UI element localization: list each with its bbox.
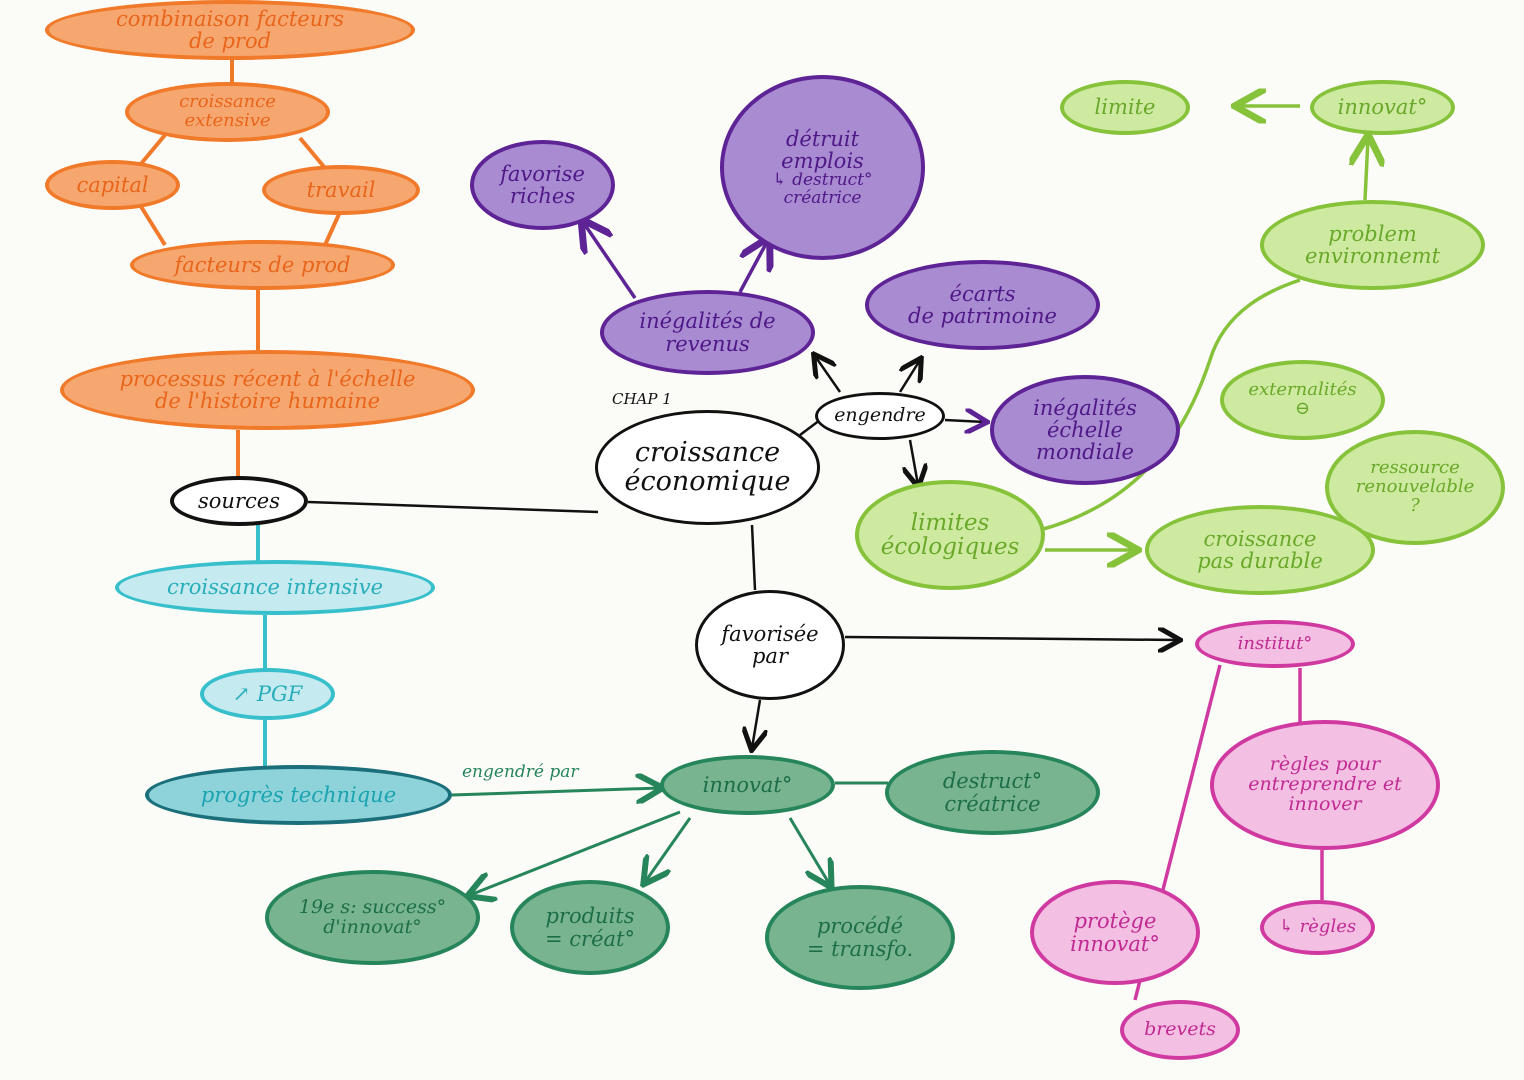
node-text: ↳ destruct° créatrice bbox=[772, 169, 873, 208]
node-text: capital bbox=[76, 172, 149, 197]
node-text: riches bbox=[509, 184, 576, 208]
node-institutions: institut° bbox=[1195, 620, 1355, 668]
chapter-label: CHAP 1 bbox=[612, 390, 672, 408]
node-text: combinaison facteurs bbox=[115, 6, 345, 31]
node-text: limite bbox=[1094, 95, 1156, 120]
node-croissance-intensive: croissance intensive bbox=[115, 560, 435, 615]
node-text: croissance bbox=[1203, 526, 1317, 551]
node-text: = transfo. bbox=[806, 936, 914, 961]
node-text: écologiques bbox=[880, 534, 1020, 560]
node-text: = créat° bbox=[545, 926, 635, 951]
node-text: innovat° bbox=[702, 772, 793, 797]
node-text: de patrimoine bbox=[908, 304, 1057, 328]
node-destruction-creatrice: destruct°créatrice bbox=[885, 750, 1100, 835]
node-text: ⊖ bbox=[1294, 398, 1311, 419]
node-text: innovat° bbox=[1337, 95, 1428, 120]
node-text: procédé bbox=[816, 914, 904, 939]
node-text: économique bbox=[624, 465, 791, 497]
node-text: créatrice bbox=[944, 791, 1041, 816]
node-text: favorisée bbox=[721, 621, 819, 646]
node-text: engendre bbox=[834, 404, 926, 427]
node-text: mondiale bbox=[1036, 440, 1134, 465]
node-capital: capital bbox=[45, 160, 180, 210]
node-text: de prod bbox=[188, 29, 272, 53]
node-text: inégalités de bbox=[639, 309, 776, 334]
node-text: entreprendre et bbox=[1248, 773, 1402, 796]
node-innovat-green: innovat° bbox=[1310, 80, 1455, 135]
node-produits: produits= créat° bbox=[510, 880, 670, 975]
node-19e-siecle: 19e s: success°d'innovat° bbox=[265, 870, 480, 965]
node-text: innover bbox=[1288, 792, 1362, 815]
node-text: progrès technique bbox=[200, 782, 397, 807]
node-brevets: brevets bbox=[1120, 1000, 1240, 1060]
node-travail: travail bbox=[262, 165, 420, 215]
node-text: écarts bbox=[949, 281, 1016, 306]
node-limite: limite bbox=[1060, 80, 1190, 135]
node-text: produits bbox=[545, 904, 635, 929]
node-procede: procédé= transfo. bbox=[765, 885, 955, 990]
node-text: processus récent à l'échelle bbox=[119, 366, 416, 391]
node-text: destruct° bbox=[942, 769, 1043, 794]
node-text: ? bbox=[1410, 494, 1420, 516]
node-text: inégalités bbox=[1033, 395, 1137, 420]
node-facteurs-de-prod: facteurs de prod bbox=[130, 240, 395, 290]
node-text: problem bbox=[1328, 221, 1417, 246]
node-text: protège bbox=[1073, 909, 1157, 934]
node-text: croissance bbox=[634, 437, 781, 469]
node-engendre: engendre bbox=[815, 392, 945, 440]
node-text: brevets bbox=[1144, 1018, 1216, 1041]
node-text: de l'histoire humaine bbox=[154, 389, 381, 413]
node-text: renouvelable bbox=[1355, 476, 1475, 498]
node-text: travail bbox=[306, 177, 376, 202]
node-text: croissance intensive bbox=[166, 575, 384, 600]
node-text: limites bbox=[910, 509, 990, 536]
node-text: 19e s: success° bbox=[298, 895, 447, 918]
node-innovat: innovat° bbox=[660, 755, 835, 815]
node-externalites: externalités⊖ bbox=[1220, 360, 1385, 440]
node-text: facteurs de prod bbox=[174, 252, 351, 277]
node-text: détruit bbox=[785, 126, 860, 151]
node-text: règles pour bbox=[1269, 753, 1381, 776]
node-progres-technique: progrès technique bbox=[145, 765, 452, 825]
node-text: revenus bbox=[665, 331, 750, 356]
node-text: ↗ PGF bbox=[232, 681, 303, 706]
node-text: extensive bbox=[184, 110, 271, 131]
node-text: par bbox=[751, 644, 788, 668]
node-text: environnemt bbox=[1304, 244, 1441, 268]
node-text: emplois bbox=[781, 148, 864, 173]
node-text: sources bbox=[198, 488, 280, 513]
node-text: ↳ règles bbox=[1278, 916, 1357, 938]
node-sources: sources bbox=[170, 476, 308, 526]
node-regles: ↳ règles bbox=[1260, 900, 1375, 955]
node-text: externalités bbox=[1248, 379, 1357, 401]
node-text: ressource bbox=[1370, 457, 1460, 479]
node-text: pas durable bbox=[1197, 549, 1323, 573]
label-engendre-par: engendré par bbox=[462, 762, 579, 782]
node-text: échelle bbox=[1046, 417, 1123, 442]
node-text: institut° bbox=[1237, 632, 1313, 654]
node-text: favorise bbox=[500, 161, 585, 186]
node-pgf: ↗ PGF bbox=[200, 668, 335, 720]
node-text: croissance bbox=[179, 91, 276, 113]
node-text: d'innovat° bbox=[323, 915, 422, 938]
node-text: innovat° bbox=[1070, 931, 1160, 956]
